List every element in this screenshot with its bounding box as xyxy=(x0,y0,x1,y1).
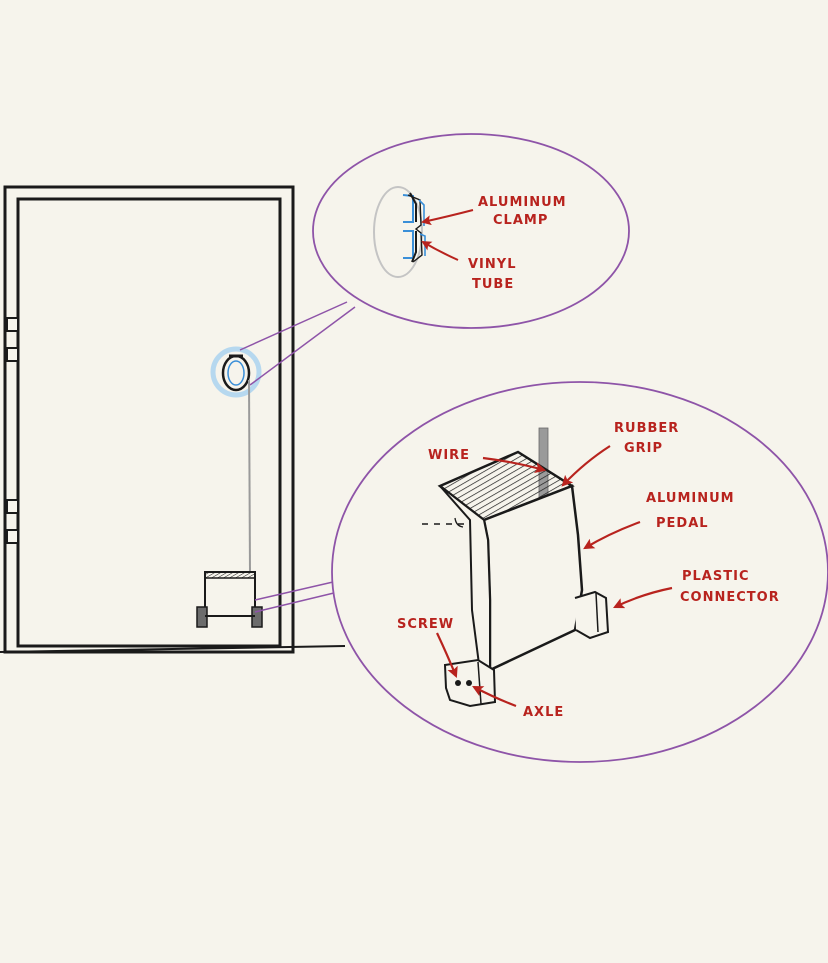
door-hinge-upper-b xyxy=(7,348,18,361)
door-hinge-lower-a xyxy=(7,500,18,513)
label-wire: WIRE xyxy=(428,448,470,463)
handle-callout: ALUMINUM CLAMP VINYL TUBE xyxy=(240,134,629,385)
label-rubber-grip-line2: GRIP xyxy=(624,441,663,456)
label-aluminum-clamp-line1: ALUMINUM xyxy=(478,195,567,210)
screw-dot xyxy=(455,680,461,686)
door-handle-ring xyxy=(213,349,259,395)
door-hinge-lower-b xyxy=(7,530,18,543)
label-plastic-connector-line1: PLASTIC xyxy=(682,569,749,584)
pedal-callout: WIRE RUBBER GRIP ALUMINUM PEDAL PLASTIC … xyxy=(255,382,828,762)
door xyxy=(0,187,345,652)
label-aluminum-pedal-line1: ALUMINUM xyxy=(646,491,735,506)
label-screw: SCREW xyxy=(397,617,454,632)
label-aluminum-pedal-line2: PEDAL xyxy=(656,516,709,531)
label-rubber-grip-line1: RUBBER xyxy=(614,421,679,436)
small-pedal xyxy=(197,572,262,627)
label-vinyl-tube-line1: VINYL xyxy=(468,257,516,272)
handle-callout-bubble xyxy=(313,134,629,328)
door-hinge-upper-a xyxy=(7,318,18,331)
wire-line xyxy=(249,380,250,575)
label-vinyl-tube-line2: TUBE xyxy=(472,277,514,292)
label-axle: AXLE xyxy=(523,705,564,720)
axle-dot xyxy=(466,680,472,686)
label-aluminum-clamp-line2: CLAMP xyxy=(493,213,548,228)
label-plastic-connector-line2: CONNECTOR xyxy=(680,590,780,605)
